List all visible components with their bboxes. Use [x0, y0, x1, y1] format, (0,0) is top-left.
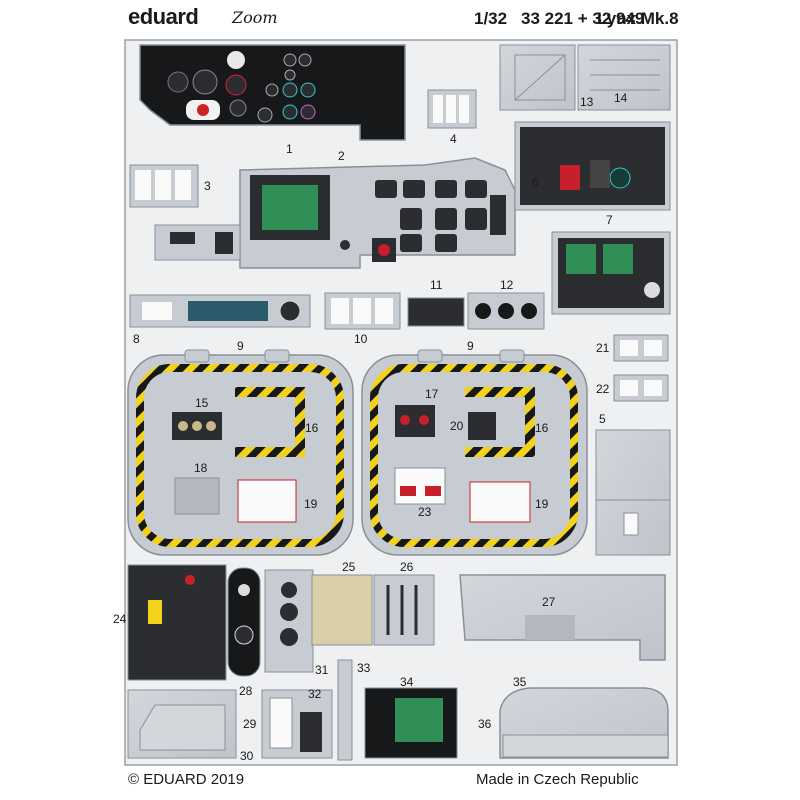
part-4-placard — [427, 89, 477, 129]
part-32-keypad — [261, 689, 333, 759]
part-number-label: 5 — [599, 412, 606, 426]
part-number-label: 14 — [614, 91, 628, 105]
part-number-label: 10 — [354, 332, 368, 346]
part-number-label: 31 — [315, 663, 329, 677]
part-number-label: 9 — [237, 339, 244, 353]
part-number-label: 12 — [500, 278, 514, 292]
part-number-label: 29 — [243, 717, 257, 731]
part-34-display — [364, 687, 458, 759]
brand-logo: eduard — [128, 4, 199, 29]
part-2-console-panel — [154, 157, 516, 269]
part-number-label: 30 — [240, 749, 254, 763]
part-number-label: 19 — [535, 497, 549, 511]
part-10-placard — [324, 292, 401, 330]
part-number-label: 1 — [286, 142, 293, 156]
part-25-26-circuit-breakers — [311, 574, 435, 646]
part-35-36-glareshield — [499, 687, 669, 759]
part-9-hazard-frame-left — [127, 349, 354, 556]
scale-label: 1/32 — [474, 9, 508, 28]
zoom-logo: Zoom — [232, 8, 278, 27]
part-number-label: 22 — [596, 382, 610, 396]
part-number-label: 6 — [532, 175, 539, 189]
part-number-label: 35 — [513, 675, 527, 689]
part-number-label: 11 — [430, 278, 443, 292]
part-number-label: 34 — [400, 675, 414, 689]
part-number-label: 21 — [596, 341, 610, 355]
part-29-30-plates — [127, 689, 237, 759]
part-5-side-plate — [595, 429, 671, 556]
part-number-label: 16 — [535, 421, 549, 435]
part-number-label: 18 — [194, 461, 208, 475]
part-number-label: 13 — [580, 95, 594, 109]
part-number-label: 26 — [400, 560, 414, 574]
part-number-label: 16 — [305, 421, 319, 435]
part-number-label: 20 — [450, 419, 464, 433]
part-number-label: 23 — [418, 505, 432, 519]
part-number-label: 8 — [133, 332, 140, 346]
part-number-label: 3 — [204, 179, 211, 193]
part-number-label: 33 — [357, 661, 371, 675]
part-21-22-switch-covers — [613, 334, 669, 402]
part-6-overhead-panel — [514, 121, 671, 211]
part-11-12-switches — [407, 292, 545, 330]
set-number-label: 33 221 + 32 949 — [521, 9, 645, 28]
part-13-14-plates — [499, 44, 671, 111]
part-number-label: 2 — [338, 149, 345, 163]
part-31-gauge-panel — [264, 569, 314, 673]
part-9-hazard-frame-right — [361, 349, 588, 556]
part-1-instrument-panel — [139, 44, 406, 141]
part-27-floor-plate — [459, 574, 666, 661]
copyright-label: © EDUARD 2019 — [128, 771, 245, 788]
part-number-label: 7 — [606, 213, 613, 227]
part-33-strip — [337, 659, 353, 761]
part-number-label: 4 — [450, 132, 457, 146]
part-number-label: 9 — [467, 339, 474, 353]
part-number-label: 28 — [239, 684, 253, 698]
model-name-label: Lynx Mk.8 — [597, 9, 679, 28]
part-8-radio-panel — [129, 294, 311, 328]
part-number-label: 19 — [304, 497, 318, 511]
part-3-placard — [129, 164, 199, 208]
part-24-side-console — [127, 564, 227, 681]
part-number-label: 24 — [113, 612, 127, 626]
part-number-label: 17 — [425, 387, 439, 401]
part-7-display-panel — [551, 231, 671, 315]
part-number-label: 25 — [342, 560, 356, 574]
part-number-label: 36 — [478, 717, 492, 731]
part-number-label: 15 — [195, 396, 209, 410]
part-number-label: 32 — [308, 687, 322, 701]
part-number-label: 27 — [542, 595, 556, 609]
origin-label: Made in Czech Republic — [476, 771, 639, 788]
part-28-instrument-strip — [227, 567, 261, 677]
